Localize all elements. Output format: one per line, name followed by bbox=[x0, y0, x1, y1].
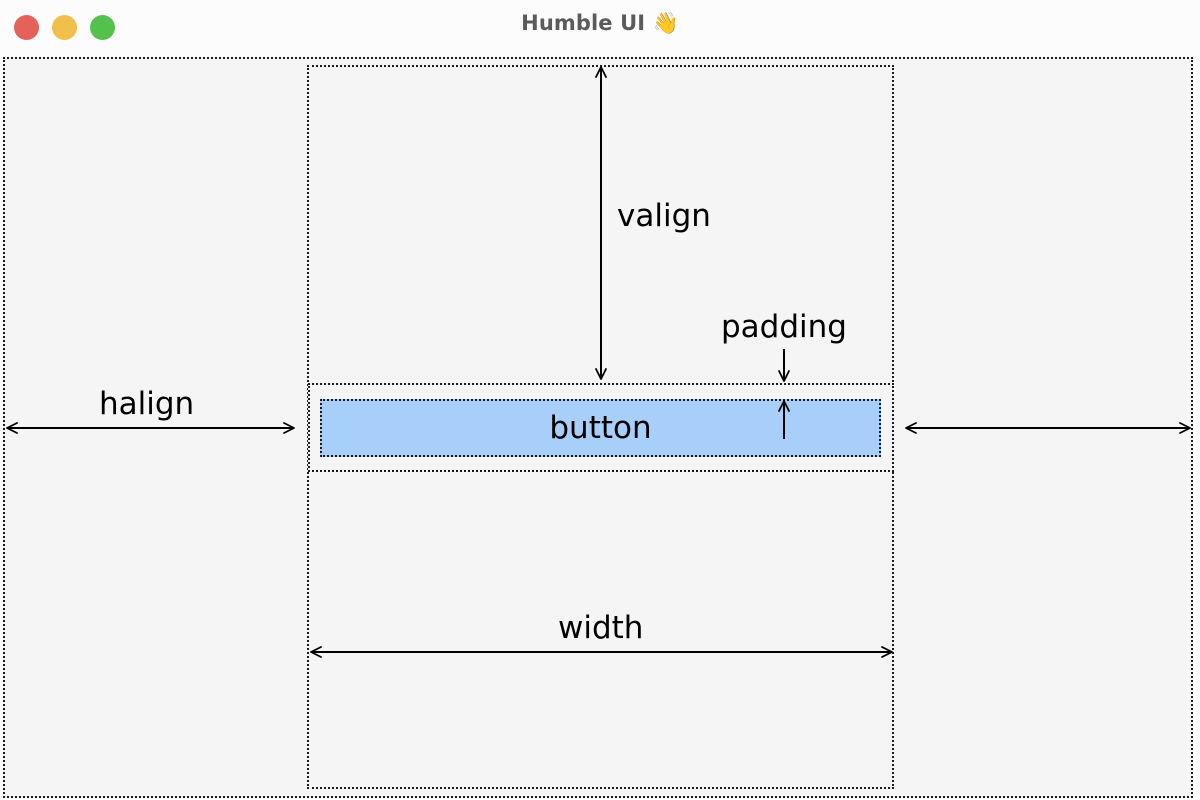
minimize-button[interactable] bbox=[52, 15, 77, 40]
window-title: Humble UI 👋 bbox=[0, 11, 1200, 36]
halign-label: halign bbox=[99, 386, 195, 422]
valign-label: valign bbox=[617, 198, 711, 234]
padding-label: padding bbox=[721, 309, 847, 345]
waving-hand-icon: 👋 bbox=[652, 11, 679, 35]
close-button[interactable] bbox=[14, 15, 39, 40]
window-titlebar: Humble UI 👋 bbox=[0, 0, 1200, 57]
width-label: width bbox=[558, 610, 644, 646]
button[interactable]: button bbox=[320, 399, 881, 457]
window-title-text: Humble UI bbox=[521, 11, 646, 35]
button-label: button bbox=[549, 409, 652, 446]
maximize-button[interactable] bbox=[90, 15, 115, 40]
window-controls bbox=[14, 15, 115, 40]
